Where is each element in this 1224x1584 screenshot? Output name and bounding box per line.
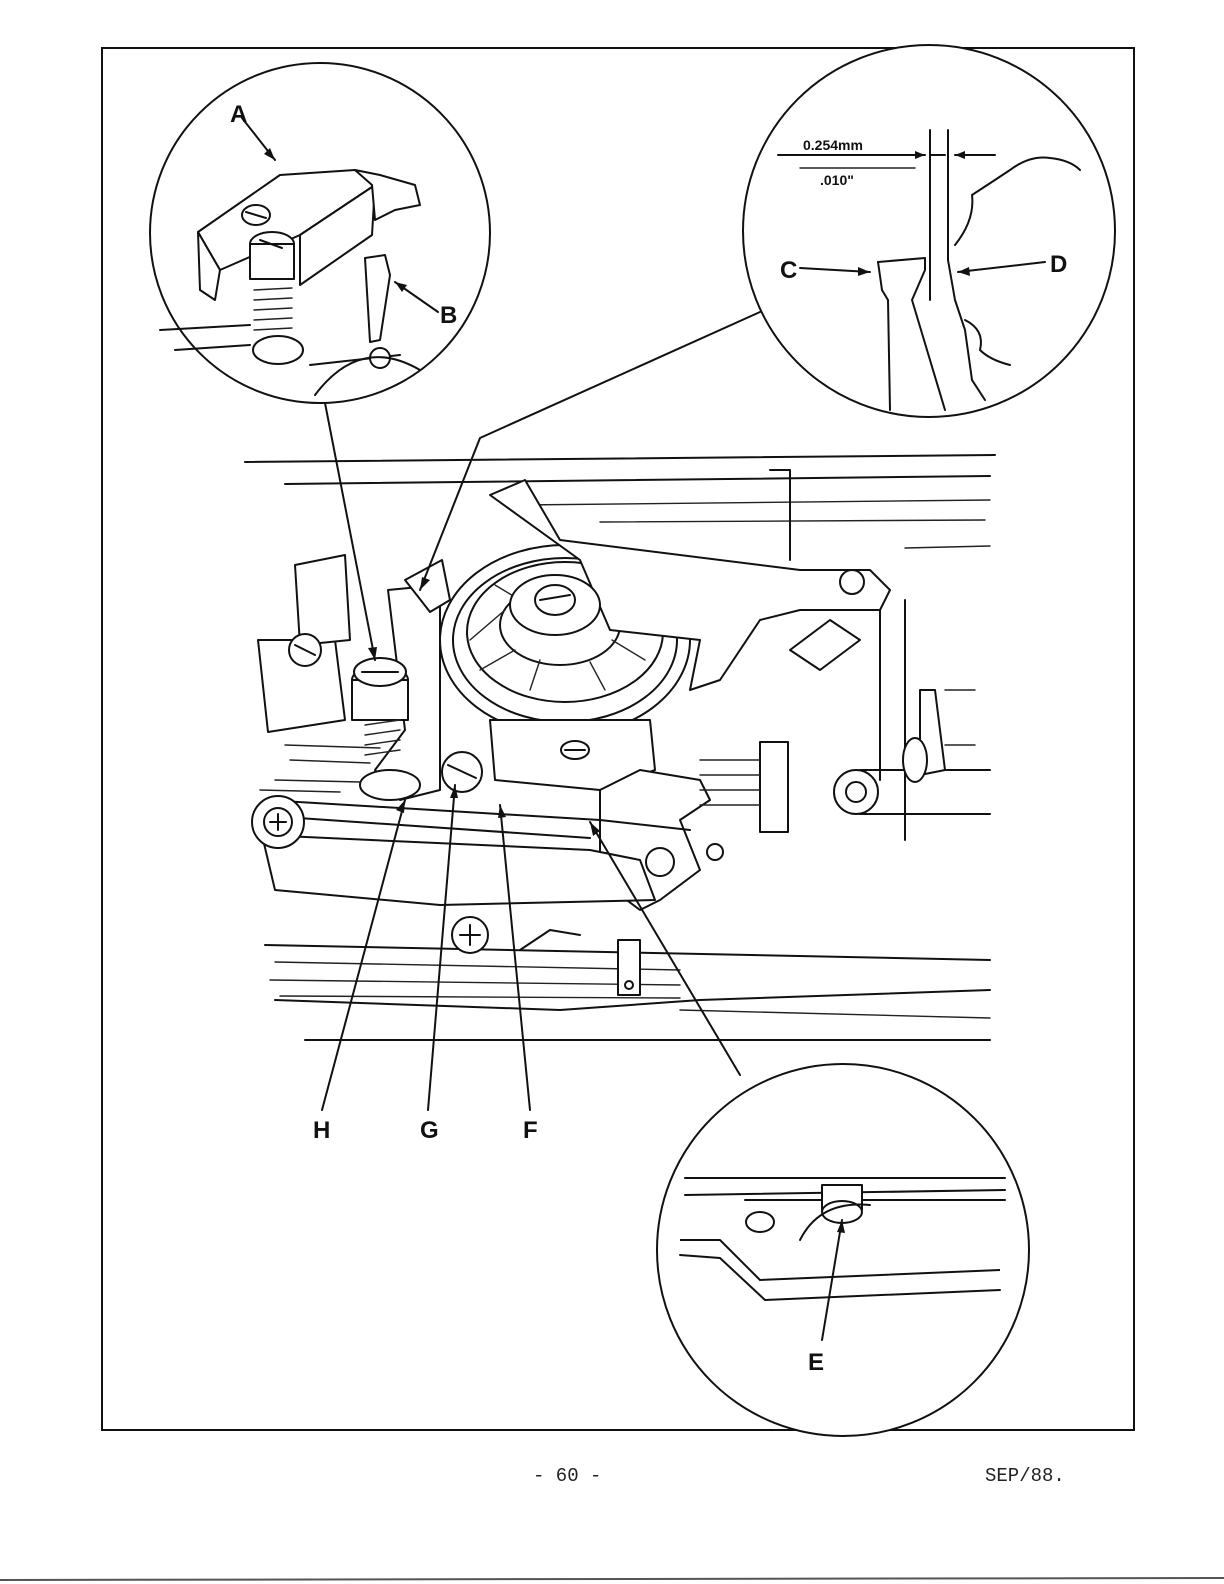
figure-frame: [101, 47, 1135, 1431]
inset-circle-cd: 0.254mm .010" C D: [742, 44, 1116, 418]
dimension-imperial: .010": [820, 172, 854, 188]
inset-circle-ab: A B: [149, 62, 491, 404]
page-number: - 60 -: [533, 1465, 601, 1487]
label-e: E: [808, 1349, 824, 1376]
label-b: B: [440, 302, 457, 329]
main-mechanism-illustration: [244, 454, 996, 1041]
label-g: G: [420, 1117, 439, 1144]
label-c: C: [780, 257, 797, 284]
label-d: D: [1050, 251, 1067, 278]
footer-rule: [0, 1577, 1224, 1581]
inset-circle-e: E: [656, 1063, 1030, 1437]
label-h: H: [313, 1117, 330, 1144]
label-a: A: [230, 101, 247, 128]
leader-lines: [321, 311, 761, 1111]
revision-date: SEP/88.: [985, 1465, 1065, 1487]
label-f: F: [523, 1117, 538, 1144]
dimension-metric: 0.254mm: [803, 137, 863, 153]
